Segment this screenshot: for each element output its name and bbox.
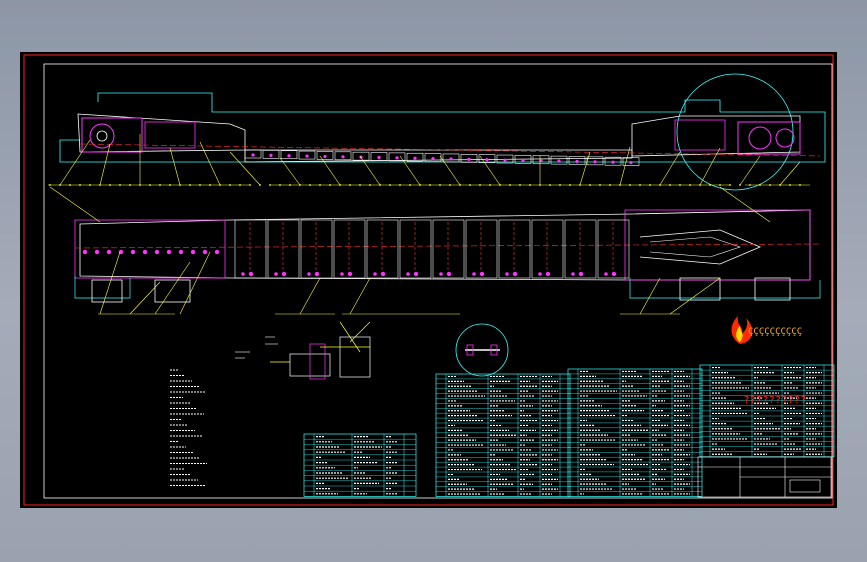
title-block [697, 456, 832, 498]
conveyor-assembly-drawing: ÇÇÇÇÇÇÇÇÇÇ [23, 54, 835, 506]
inner-border [43, 63, 833, 499]
conveyor-plan-view [74, 209, 821, 303]
leader-lines-lower [49, 186, 771, 315]
conveyor-side-view [59, 73, 826, 191]
drive-pulley-circle [676, 73, 794, 191]
parts-table-4 [699, 364, 835, 458]
parts-table-1 [303, 433, 417, 497]
detail-view-a [270, 321, 371, 380]
cad-viewport[interactable]: ÇÇÇÇÇÇÇÇÇÇ ?????????? [20, 52, 837, 508]
parts-table-2 [435, 373, 571, 497]
flame-logo [731, 316, 753, 344]
watermark-text: ?????????? [744, 395, 808, 406]
outer-border [23, 54, 834, 506]
technical-notes [170, 369, 207, 486]
small-detail-left [235, 336, 278, 359]
leader-lines-upper [48, 134, 810, 186]
parts-table-3 [567, 368, 703, 497]
logo-caption-glyphs: ÇÇÇÇÇÇÇÇÇÇ [748, 327, 802, 337]
detail-view-b [455, 323, 509, 377]
